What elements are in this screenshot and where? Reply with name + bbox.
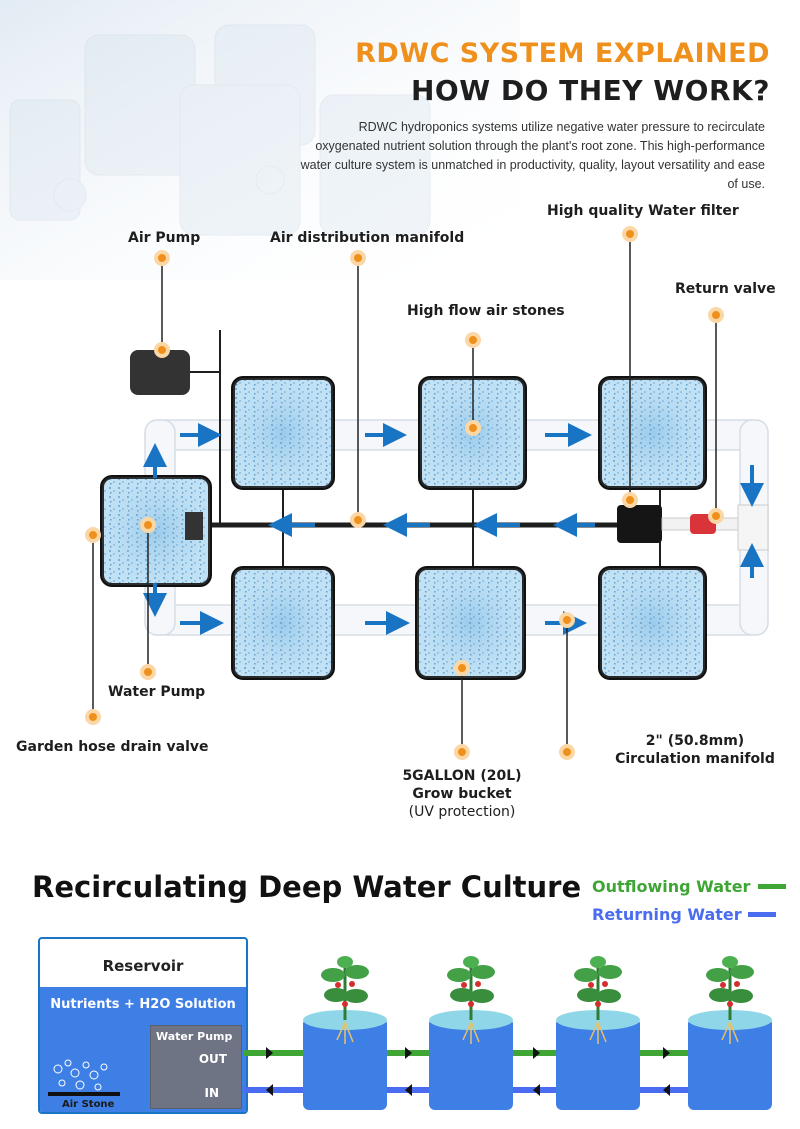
air-stone	[48, 1092, 120, 1096]
callout-markers	[85, 226, 724, 760]
pump-out-label: OUT	[198, 1052, 227, 1066]
buckets	[303, 1010, 772, 1110]
air-stone-label: Air Stone	[62, 1099, 115, 1110]
label-return-valve: Return valve	[675, 281, 776, 297]
water-filter-device	[617, 505, 662, 543]
legend-outflow-swatch	[758, 884, 786, 889]
page-subtitle: HOW DO THEY WORK?	[410, 74, 770, 107]
air-pump-device	[130, 350, 190, 395]
label-circulation-manifold: Circulation manifold	[615, 751, 775, 767]
solution-label: Nutrients + H2O Solution	[50, 997, 236, 1012]
label-manifold-size: 2" (50.8mm)	[645, 733, 745, 749]
label-air-pump: Air Pump	[128, 230, 201, 246]
pipe-arrows	[266, 1047, 670, 1096]
page-title: RDWC SYSTEM EXPLAINED	[355, 38, 770, 69]
air-bubbles	[53, 1059, 108, 1091]
label-water-filter: High quality Water filter	[547, 203, 739, 219]
label-bucket-size: 5GALLON (20L)	[402, 768, 522, 784]
reservoir-title: Reservoir	[102, 957, 184, 975]
page-description: RDWC hydroponics systems utilize negativ…	[300, 120, 765, 191]
label-air-manifold: Air distribution manifold	[270, 230, 465, 246]
label-bucket-type: Grow bucket	[412, 786, 512, 802]
leader-lines	[92, 234, 717, 752]
legend-outflow: Outflowing Water	[592, 877, 751, 896]
section-title: Recirculating Deep Water Culture	[32, 870, 582, 904]
water-pump: Water Pump OUT IN	[150, 1025, 242, 1109]
water-pump-label: Water Pump	[156, 1030, 233, 1043]
pump-in-label: IN	[204, 1086, 219, 1100]
background-photo	[0, 0, 520, 280]
legend-return-swatch	[748, 912, 776, 917]
legend-return: Returning Water	[592, 905, 742, 924]
label-drain-valve: Garden hose drain valve	[16, 739, 209, 755]
label-bucket-uv: (UV protection)	[408, 804, 516, 820]
label-air-stones: High flow air stones	[407, 303, 565, 319]
label-water-pump: Water Pump	[108, 684, 206, 700]
reservoir: Reservoir Nutrients + H2O Solution Water…	[38, 937, 248, 1114]
rdwc-system-diagram	[85, 226, 769, 760]
plants	[321, 956, 754, 1044]
dwc-buckets	[244, 956, 772, 1110]
